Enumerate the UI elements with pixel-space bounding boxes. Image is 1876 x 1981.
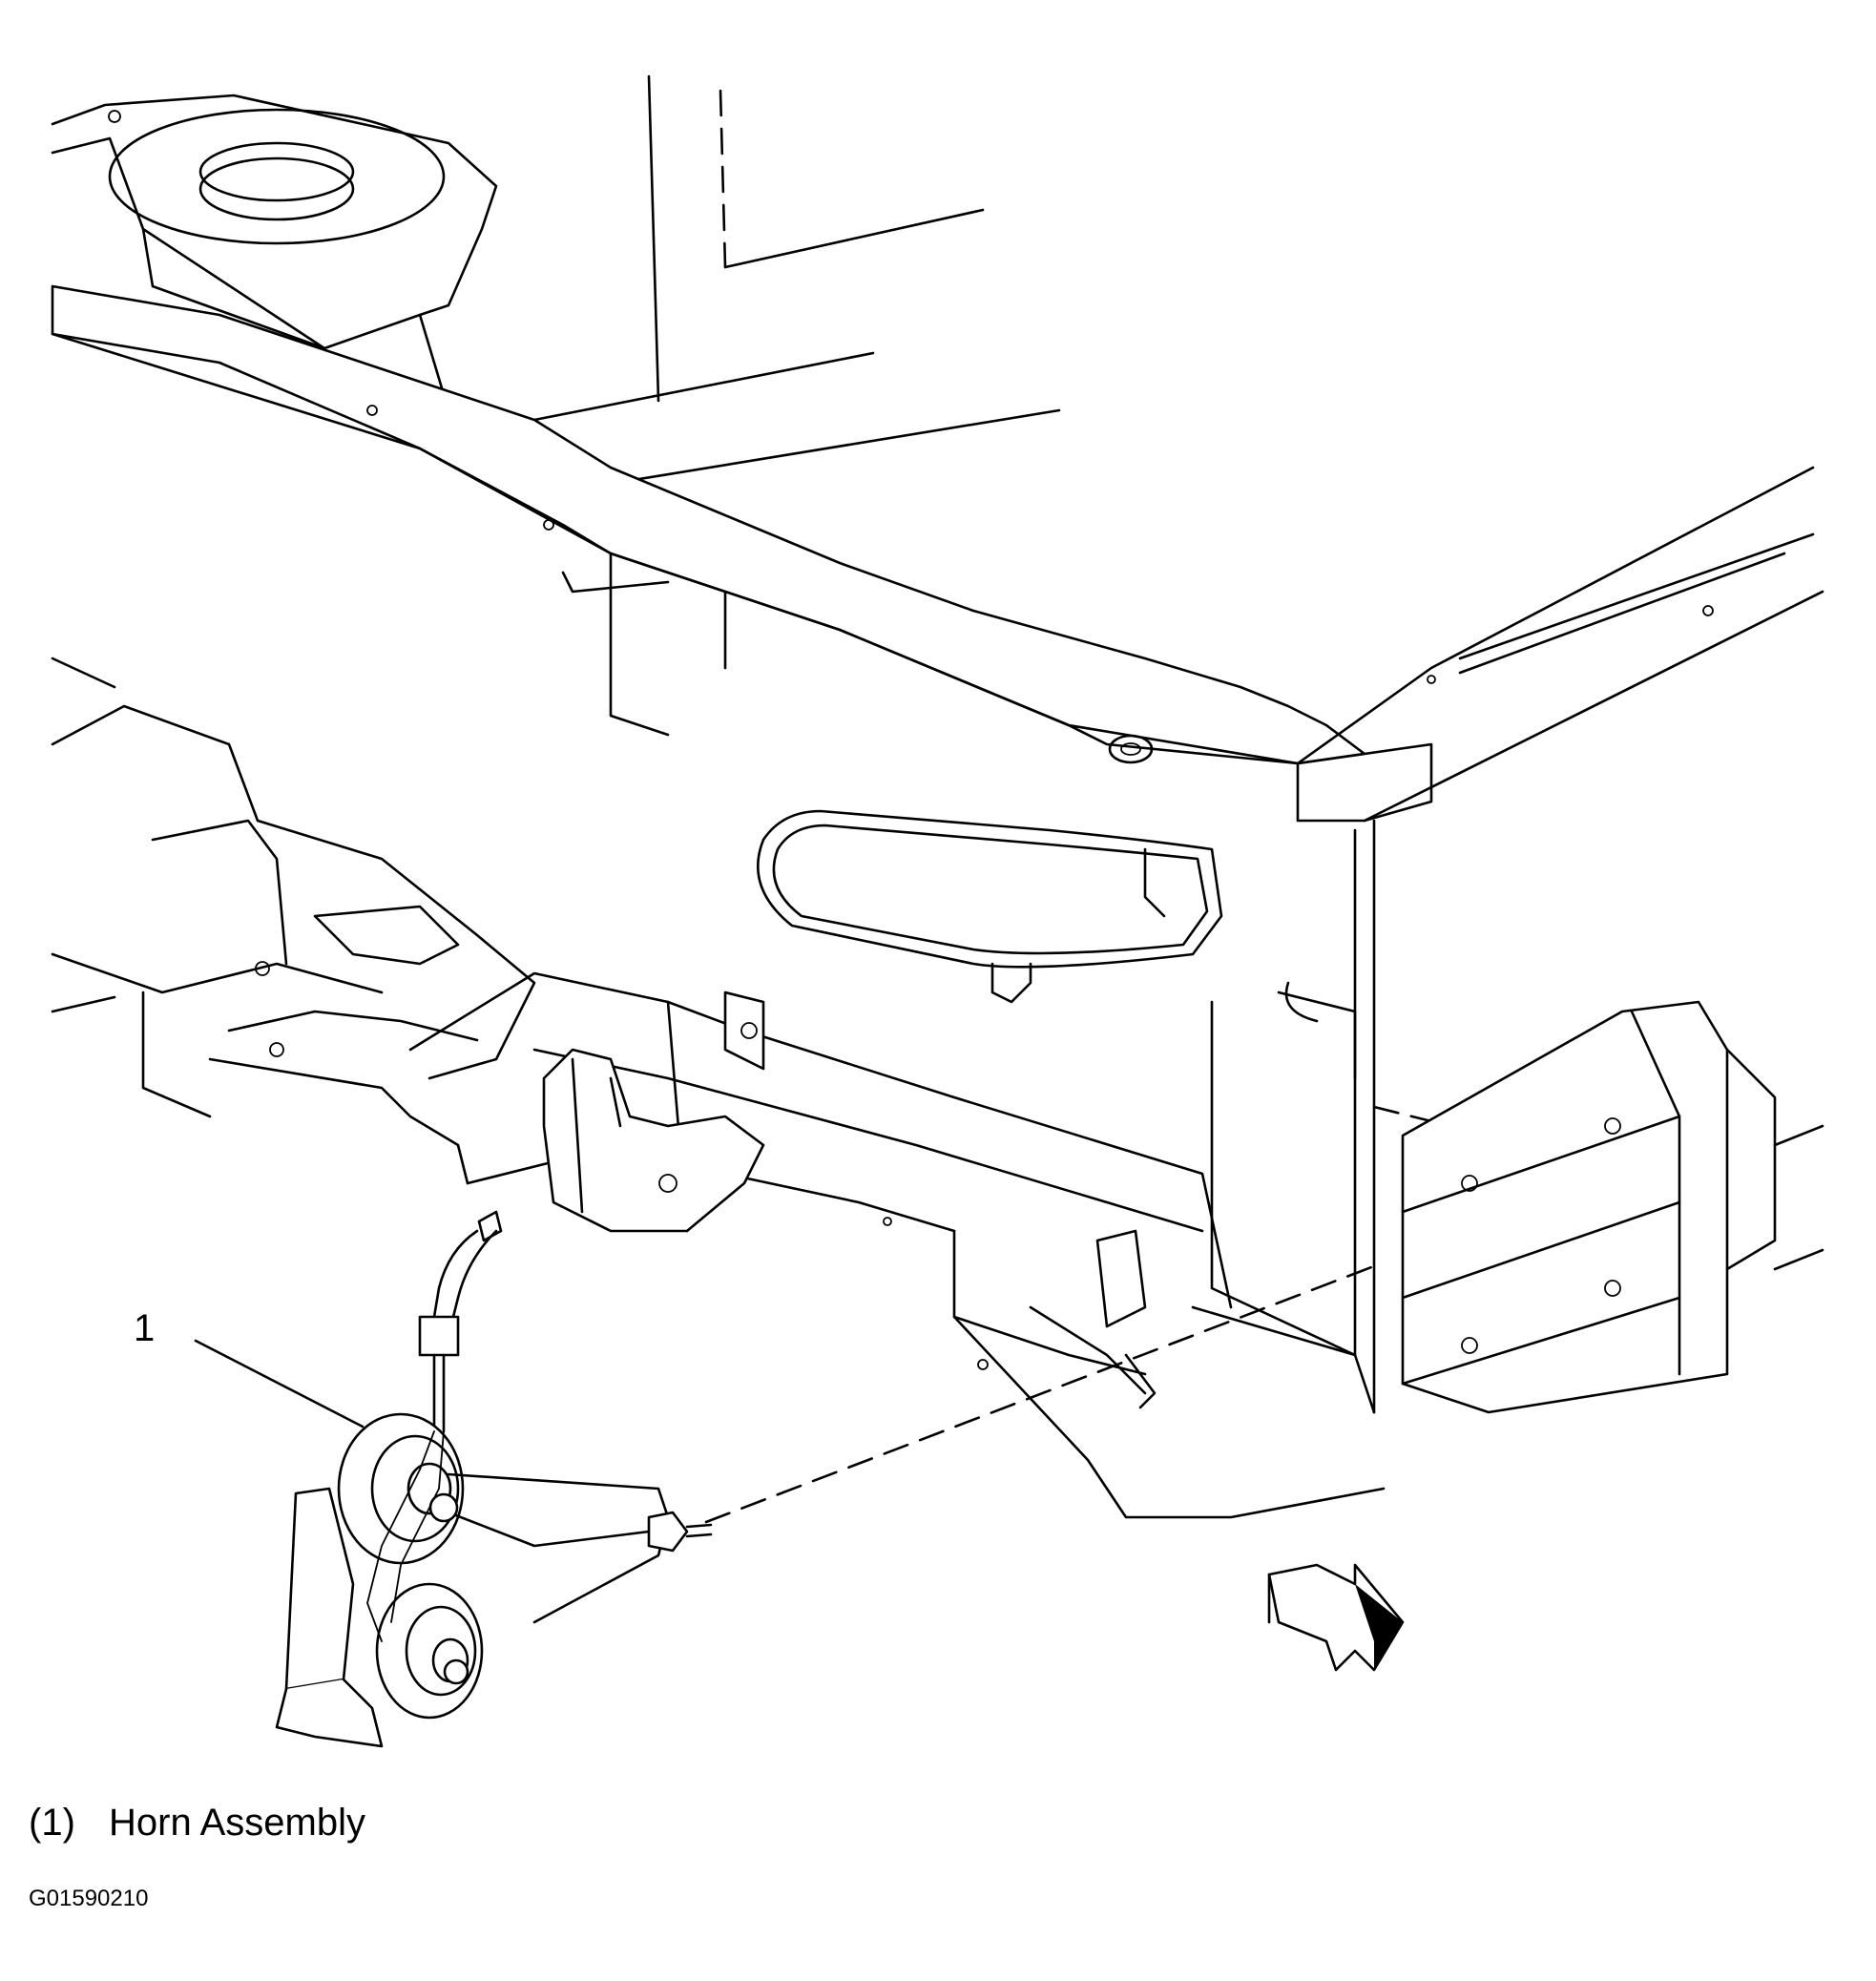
upper-crossmember (51, 284, 1824, 823)
bumper-bracket (1401, 1000, 1824, 1414)
left-frame-rail (51, 657, 536, 1185)
air-duct (756, 809, 1223, 1004)
hood-outline (485, 74, 1061, 498)
callout-number: 1 (134, 1307, 156, 1349)
horn-mount-bracket (542, 1048, 765, 1233)
legend-item-number: (1) (29, 1802, 75, 1844)
forward-direction-arrow-icon (1267, 1563, 1405, 1672)
horn-assembly-location-diagram (51, 74, 1824, 1748)
callout-leader-line (194, 1339, 365, 1428)
strut-tower (51, 94, 498, 450)
legend: (1) Horn Assembly (29, 1802, 365, 1845)
retaining-clip (1029, 1229, 1157, 1409)
horn-assembly (275, 1210, 713, 1748)
bolt-alignment-line (704, 1262, 1381, 1524)
figure-id: G01590210 (29, 1886, 149, 1911)
lower-crossmember (408, 971, 1386, 1519)
legend-item-label: Horn Assembly (109, 1802, 365, 1844)
